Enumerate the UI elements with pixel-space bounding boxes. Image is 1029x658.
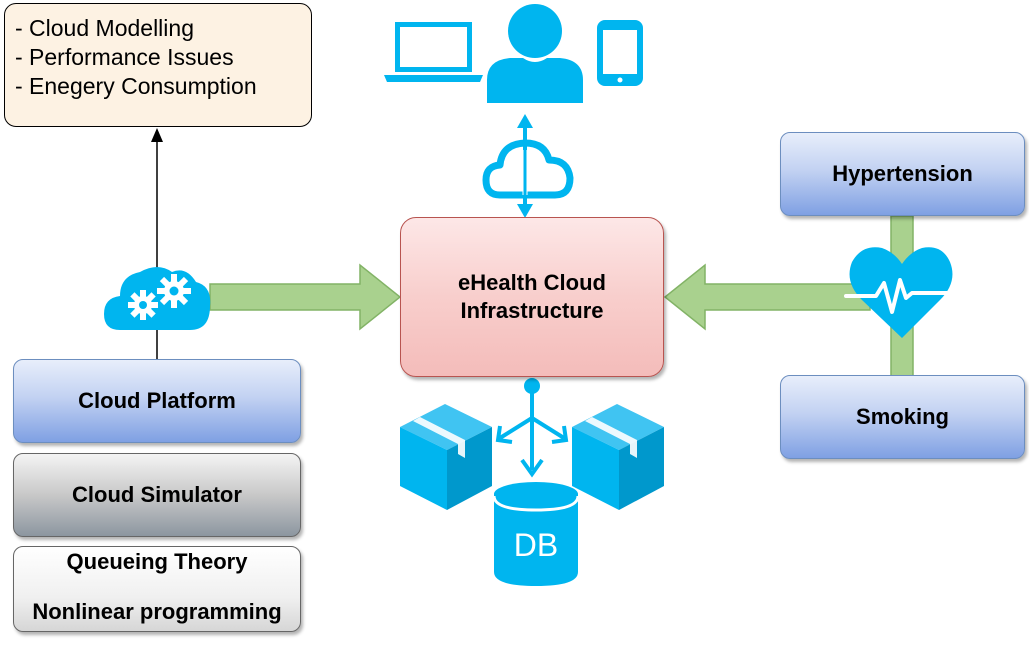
ehealth-cloud-infrastructure-box: eHealth Cloud Infrastructure [400,217,664,377]
issue-item: - Performance Issues [15,44,234,70]
cloud-simulator-box: Cloud Simulator [13,453,301,537]
laptop-icon [384,22,483,82]
smoking-label: Smoking [856,404,949,429]
distribution-icon [495,378,569,478]
database-icon: DB [492,482,580,586]
heart-pulse-icon [844,247,958,338]
hypertension-box: Hypertension [780,132,1025,216]
hypertension-label: Hypertension [832,161,973,186]
user-icon [487,4,583,103]
issue-item: - Cloud Modelling [15,15,194,41]
nonlinear-programming-label: Nonlinear programming [32,599,282,624]
issue-item: - Enegery Consumption [15,73,257,99]
cloud-platform-box: Cloud Platform [13,359,301,443]
cloud-simulator-label: Cloud Simulator [72,482,242,507]
db-label: DB [514,527,558,563]
queueing-theory-label: Queueing Theory [66,549,248,574]
center-title-line1: eHealth Cloud [458,270,606,295]
theory-box: Queueing Theory Nonlinear programming [13,546,301,632]
smoking-box: Smoking [780,375,1025,459]
arrow-right-to-center [663,263,871,331]
cloud-platform-label: Cloud Platform [78,388,236,413]
center-title-line2: Infrastructure [460,298,604,323]
package-icon [572,404,664,510]
cloud-sync-icon [482,114,574,218]
cloud-gears-icon [104,267,211,330]
package-icon [400,404,492,510]
smartphone-icon [597,20,643,86]
issues-box: - Cloud Modelling - Performance Issues -… [4,3,312,127]
arrow-left-to-center [209,263,402,331]
